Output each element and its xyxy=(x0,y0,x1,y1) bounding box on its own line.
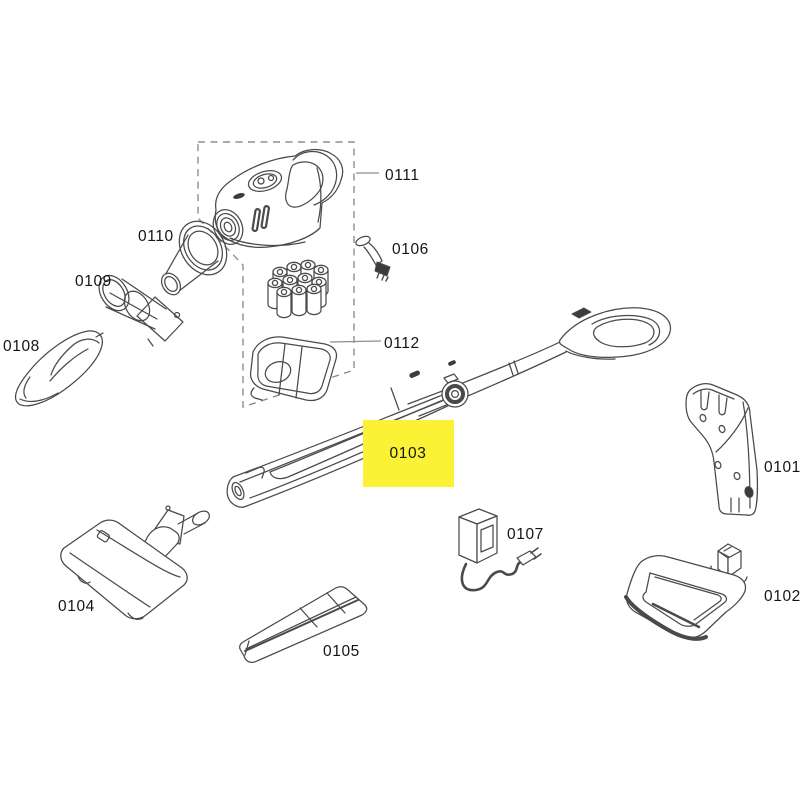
part-label-0103[interactable]: 0103 xyxy=(390,445,427,462)
part-label-0106[interactable]: 0106 xyxy=(392,241,429,258)
part-label-0105[interactable]: 0105 xyxy=(323,643,360,660)
part-0101-wall-bracket-drawing xyxy=(685,383,759,516)
part-0111-handheld-unit-drawing xyxy=(212,149,344,249)
part-0104-turbo-brush-drawing xyxy=(60,505,210,620)
part-label-0111[interactable]: 0111 xyxy=(385,167,420,184)
part-0102-floor-nozzle-drawing xyxy=(624,543,748,641)
part-0109-filter-cartridge-drawing xyxy=(98,274,184,347)
part-0108-nozzle-shell-drawing xyxy=(14,330,104,407)
part-0103-stick-body-drawing xyxy=(226,307,672,508)
diagram-line-art xyxy=(14,149,759,663)
highlight-part-0103[interactable] xyxy=(363,420,454,487)
part-0110-filter-cone-drawing xyxy=(160,220,228,296)
part-0105-crevice-nozzle-drawing xyxy=(239,586,368,663)
part-label-0110[interactable]: 0110 xyxy=(138,228,174,245)
leader-line-0112 xyxy=(329,340,382,343)
part-labels: 0111 0106 0110 0109 0108 0112 0103 0101 … xyxy=(3,167,800,660)
part-label-0112[interactable]: 0112 xyxy=(384,335,420,352)
part-label-0108[interactable]: 0108 xyxy=(3,338,40,355)
battery-pack-drawing xyxy=(267,259,329,319)
part-label-0107[interactable]: 0107 xyxy=(507,526,544,543)
part-label-0104[interactable]: 0104 xyxy=(58,598,95,615)
kit-dashed-outline xyxy=(197,141,355,408)
part-label-0109[interactable]: 0109 xyxy=(75,273,112,290)
part-label-0102[interactable]: 0102 xyxy=(764,588,800,605)
part-0107-charger-drawing xyxy=(458,508,542,592)
leader-lines xyxy=(329,172,382,343)
part-0112-dust-container-drawing xyxy=(249,336,338,402)
part-label-0101[interactable]: 0101 xyxy=(764,459,800,476)
part-0106-brush-tool-drawing xyxy=(355,235,391,282)
